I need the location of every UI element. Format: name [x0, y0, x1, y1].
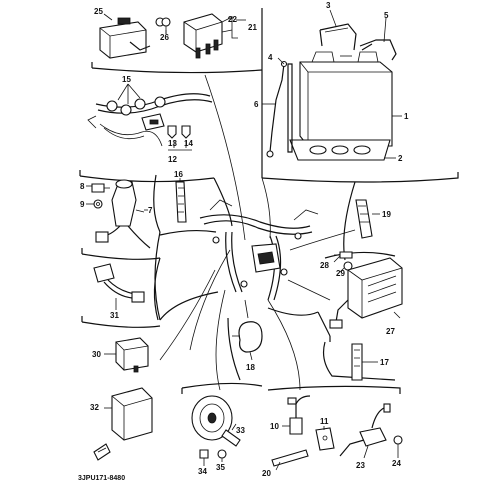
label-8: 8: [80, 182, 85, 191]
part-1-battery: [299, 51, 393, 147]
label-21: 21: [248, 23, 257, 32]
label-25: 25: [94, 7, 103, 16]
label-32: 32: [90, 403, 99, 412]
label-12: 12: [168, 155, 177, 164]
label-30: 30: [92, 350, 101, 359]
label-9: 9: [80, 200, 85, 209]
label-17: 17: [380, 358, 389, 367]
part-34-bolt: [199, 449, 209, 459]
part-16-band: [175, 181, 187, 223]
label-6: 6: [254, 100, 259, 109]
label-23: 23: [356, 461, 365, 470]
label-24: 24: [392, 459, 401, 468]
label-11: 11: [320, 417, 329, 426]
label-35: 35: [216, 463, 225, 472]
diagram-code: 3JPU171-8480: [78, 475, 125, 482]
part-35-washer: [217, 449, 227, 459]
part-27-cdi-unit: [329, 257, 403, 329]
part-20-band: [271, 449, 309, 467]
part-21-relay: [183, 13, 238, 59]
central-wire-harness: [199, 199, 319, 301]
label-2: 2: [398, 154, 403, 163]
part-3-battery-strap: [319, 23, 357, 51]
part-18-clamp: [232, 321, 263, 353]
label-28: 28: [320, 261, 329, 270]
part-25-relay-unit: [99, 17, 165, 59]
part-32-fuse-box: [111, 387, 153, 441]
label-33: 33: [236, 426, 245, 435]
label-22: 22: [228, 15, 237, 24]
label-26: 26: [160, 33, 169, 42]
part-33-horn: [191, 395, 241, 447]
section-dividers: [79, 8, 459, 394]
label-5: 5: [384, 11, 389, 20]
part-31-flasher-relay: [93, 263, 145, 303]
label-4: 4: [268, 53, 273, 62]
part-30-relay: [115, 337, 149, 373]
front-arrow-icon: [93, 443, 111, 461]
part-5-battery-cable: [359, 39, 397, 61]
part-7-main-switch: [95, 179, 151, 249]
part-19-band: [355, 199, 373, 239]
label-19: 19: [382, 210, 391, 219]
part-6-battery-lead: [266, 60, 288, 158]
part-23-sensor: [339, 403, 391, 457]
part-15-clamps: [87, 93, 213, 147]
label-18: 18: [246, 363, 255, 372]
label-29: 29: [336, 269, 345, 278]
part-10-sensor: [287, 395, 311, 435]
part-26-screw: [161, 17, 171, 34]
part-11-bracket: [315, 427, 335, 451]
callout-labels: 25 26 22 21 3 5 4 6 1 2 15 13 14 12 16 8…: [78, 1, 409, 482]
label-27: 27: [386, 327, 395, 336]
part-2-battery-tray: [289, 139, 391, 161]
label-15: 15: [122, 75, 131, 84]
part-4-vent-hose: [287, 63, 293, 153]
part-28-bolt: [334, 251, 353, 259]
label-16: 16: [174, 170, 183, 179]
label-10: 10: [270, 422, 279, 431]
label-7: 7: [148, 206, 153, 215]
label-31: 31: [110, 311, 119, 320]
part-24-screw: [393, 435, 403, 452]
leader-lines: [86, 9, 402, 471]
label-34: 34: [198, 467, 207, 476]
part-8-bolt: [91, 183, 110, 193]
label-20: 20: [262, 469, 271, 478]
part-13-clip: [167, 125, 177, 139]
part-9-washer: [93, 199, 103, 209]
label-14: 14: [184, 139, 193, 148]
label-13: 13: [168, 139, 177, 148]
label-1: 1: [404, 112, 409, 121]
part-12-coupler: [141, 113, 165, 131]
label-3: 3: [326, 1, 331, 10]
part-14-clip: [181, 125, 191, 139]
part-17-band: [351, 343, 363, 381]
